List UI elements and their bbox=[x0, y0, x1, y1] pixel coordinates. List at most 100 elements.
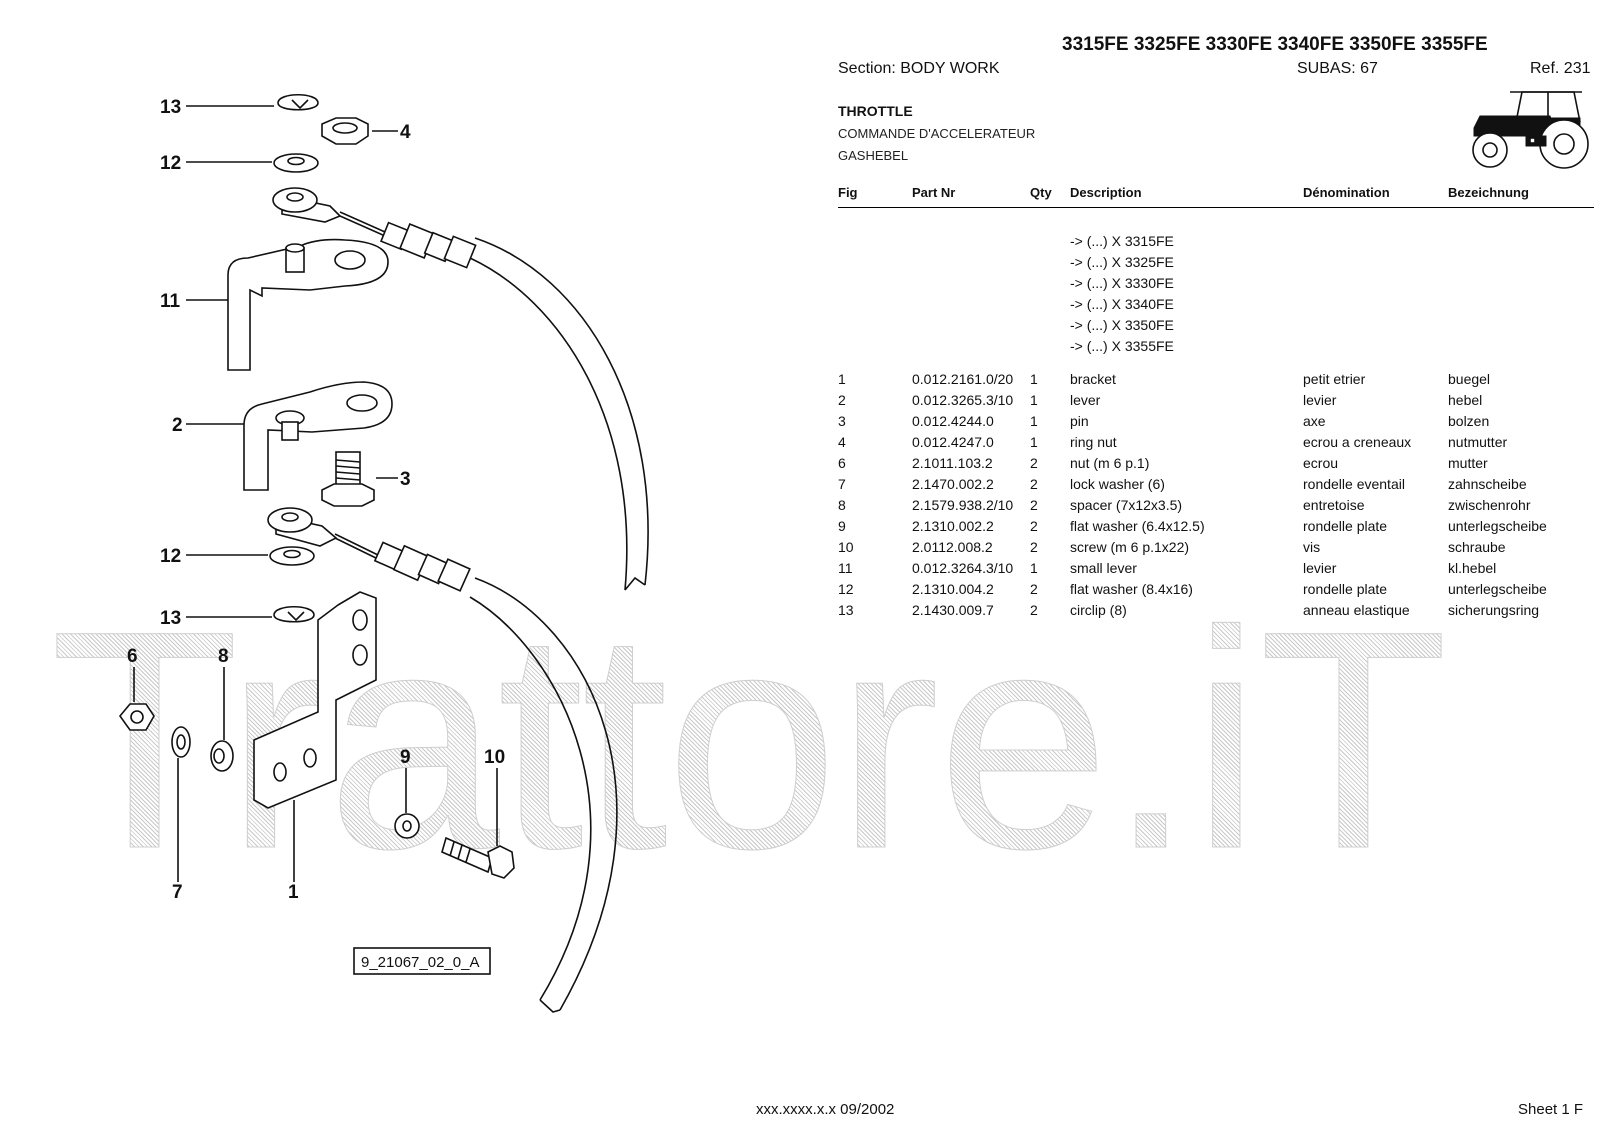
row-bezeichnung: nutmutter bbox=[1448, 434, 1508, 450]
row-bezeichnung: bolzen bbox=[1448, 413, 1490, 429]
upper-cable-sheath bbox=[469, 257, 628, 591]
row-bezeichnung: buegel bbox=[1448, 371, 1491, 387]
row-qty: 2 bbox=[1030, 497, 1038, 513]
row-bezeichnung: schraube bbox=[1448, 539, 1506, 555]
row-qty: 1 bbox=[1030, 434, 1038, 450]
row-part-nr: 0.012.4247.0 bbox=[912, 434, 994, 450]
row-denomination: rondelle plate bbox=[1303, 518, 1388, 534]
page-title: THROTTLE bbox=[838, 103, 913, 119]
row-description: screw (m 6 p.1x22) bbox=[1070, 539, 1190, 555]
lever bbox=[243, 381, 393, 491]
row-part-nr: 2.1579.938.2/10 bbox=[912, 497, 1014, 513]
row-denomination: rondelle eventail bbox=[1303, 476, 1405, 492]
callout-12-upper: 12 bbox=[160, 153, 181, 174]
row-fig: 3 bbox=[838, 413, 846, 429]
lower-cable-sheath bbox=[469, 596, 592, 1001]
row-denomination: rondelle plate bbox=[1303, 581, 1388, 597]
small-lever bbox=[227, 238, 389, 371]
row-qty: 1 bbox=[1030, 413, 1038, 429]
callout-12-lower: 12 bbox=[160, 546, 181, 567]
row-description: pin bbox=[1070, 413, 1089, 429]
row-qty: 2 bbox=[1030, 518, 1038, 534]
row-part-nr: 0.012.3265.3/10 bbox=[912, 392, 1014, 408]
row-description: ring nut bbox=[1070, 434, 1117, 450]
callout-1: 1 bbox=[288, 882, 299, 903]
lower-cable-fitting bbox=[334, 533, 471, 592]
pin bbox=[321, 451, 375, 507]
model-list: 3315FE 3325FE 3330FE 3340FE 3350FE 3355F… bbox=[1062, 34, 1488, 55]
row-fig: 7 bbox=[838, 476, 846, 492]
spacer bbox=[210, 740, 234, 772]
callout-13-upper: 13 bbox=[160, 97, 181, 118]
row-bezeichnung: hebel bbox=[1448, 392, 1483, 408]
row-part-nr: 0.012.3264.3/10 bbox=[912, 560, 1014, 576]
washer-9 bbox=[394, 813, 420, 839]
row-fig: 13 bbox=[838, 602, 854, 618]
footer-sheet: Sheet 1 F bbox=[1518, 1101, 1584, 1118]
callout-8: 8 bbox=[218, 646, 229, 667]
callout-4: 4 bbox=[400, 122, 411, 143]
upper-circlip bbox=[277, 93, 319, 111]
lower-cable-eye bbox=[267, 507, 338, 547]
row-description: lever bbox=[1070, 392, 1101, 408]
callout-13-lower: 13 bbox=[160, 608, 181, 629]
title-german: GASHEBEL bbox=[838, 148, 909, 163]
column-part-nr: Part Nr bbox=[912, 185, 956, 200]
row-denomination: levier bbox=[1303, 392, 1337, 408]
row-part-nr: 2.1310.002.2 bbox=[912, 518, 994, 534]
row-fig: 8 bbox=[838, 497, 846, 513]
row-qty: 2 bbox=[1030, 455, 1038, 471]
row-denomination: ecrou a creneaux bbox=[1303, 434, 1412, 450]
row-denomination: levier bbox=[1303, 560, 1337, 576]
row-bezeichnung: kl.hebel bbox=[1448, 560, 1497, 576]
row-fig: 11 bbox=[838, 560, 853, 576]
model-variant: -> (...) X 3330FE bbox=[1070, 275, 1174, 291]
row-denomination: anneau elastique bbox=[1303, 602, 1410, 618]
row-description: spacer (7x12x3.5) bbox=[1070, 497, 1183, 513]
row-bezeichnung: sicherungsring bbox=[1448, 602, 1540, 618]
row-qty: 1 bbox=[1030, 392, 1038, 408]
callout-10: 10 bbox=[484, 747, 505, 768]
callout-6: 6 bbox=[127, 646, 138, 667]
row-part-nr: 2.1011.103.2 bbox=[912, 455, 993, 471]
row-description: flat washer (6.4x12.5) bbox=[1070, 518, 1205, 534]
row-description: small lever bbox=[1070, 560, 1137, 576]
row-denomination: vis bbox=[1303, 539, 1321, 555]
row-part-nr: 2.0112.008.2 bbox=[912, 539, 993, 555]
row-description: lock washer (6) bbox=[1070, 476, 1165, 492]
drawing-id: 9_21067_02_0_A bbox=[361, 954, 479, 971]
column-bezeichnung: Bezeichnung bbox=[1448, 185, 1529, 200]
callout-2: 2 bbox=[172, 415, 183, 436]
row-description: nut (m 6 p.1) bbox=[1070, 455, 1150, 471]
row-fig: 12 bbox=[838, 581, 854, 597]
lock-washer bbox=[171, 726, 191, 758]
model-variant: -> (...) X 3325FE bbox=[1070, 254, 1174, 270]
header-divider bbox=[838, 207, 1594, 208]
ref-label: Ref. 231 bbox=[1530, 60, 1591, 77]
row-fig: 4 bbox=[838, 434, 846, 450]
exploded-parts-diagram: 13 4 12 11 2 3 12 13 6 8 9 10 7 1 9_2106… bbox=[118, 93, 649, 1013]
model-variant: -> (...) X 3355FE bbox=[1070, 338, 1174, 354]
model-variant: -> (...) X 3350FE bbox=[1070, 317, 1174, 333]
row-description: bracket bbox=[1070, 371, 1116, 387]
row-bezeichnung: unterlegscheibe bbox=[1448, 518, 1547, 534]
lower-flat-washer bbox=[269, 546, 315, 566]
row-qty: 1 bbox=[1030, 560, 1038, 576]
lower-cable-sheath-inner bbox=[474, 577, 618, 1011]
row-bezeichnung: mutter bbox=[1448, 455, 1488, 471]
footer-code-date: xxx.xxxx.x.x 09/2002 bbox=[756, 1101, 895, 1118]
row-bezeichnung: unterlegscheibe bbox=[1448, 581, 1547, 597]
row-denomination: entretoise bbox=[1303, 497, 1365, 513]
upper-cable-sheath-inner bbox=[474, 237, 649, 586]
column-denomination: Dénomination bbox=[1303, 185, 1390, 200]
title-french: COMMANDE D'ACCELERATEUR bbox=[838, 126, 1036, 141]
row-part-nr: 0.012.2161.0/20 bbox=[912, 371, 1014, 387]
upper-cable-fitting bbox=[339, 211, 477, 269]
drawing-id-box bbox=[353, 947, 491, 975]
row-fig: 2 bbox=[838, 392, 846, 408]
row-description: flat washer (8.4x16) bbox=[1070, 581, 1193, 597]
row-fig: 9 bbox=[838, 518, 846, 534]
row-denomination: ecrou bbox=[1303, 455, 1339, 471]
row-part-nr: 2.1430.009.7 bbox=[912, 602, 994, 618]
row-denomination: petit etrier bbox=[1303, 371, 1366, 387]
